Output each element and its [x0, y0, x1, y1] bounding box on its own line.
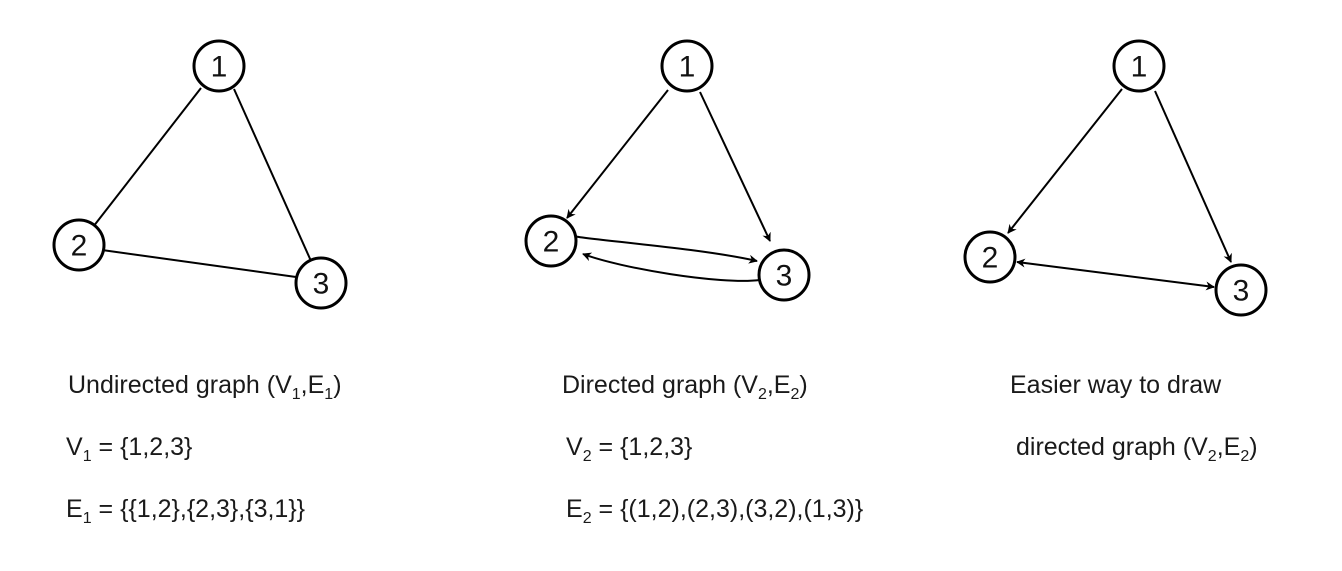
vertex-set-symbol: V — [1191, 433, 1208, 461]
undirected-vertex-set: V1 = {1,2,3} — [66, 432, 193, 465]
edge-set-symbol: E — [66, 495, 83, 523]
closing-paren: ) — [799, 371, 808, 399]
node-2-label: 2 — [982, 242, 999, 275]
edge-3-to-2 — [582, 252, 761, 282]
node-1-label: 1 — [211, 51, 228, 84]
edge-set-subscript: 1 — [82, 510, 92, 527]
edge-1-to-3 — [1154, 90, 1232, 263]
undirected-edge-set: E1 = {{1,2},{2,3},{3,1}} — [66, 494, 306, 527]
edge-set-subscript: 2 — [790, 386, 800, 403]
vertex-set-symbol: V — [741, 371, 758, 399]
vertex-set-subscript: 1 — [291, 386, 301, 403]
node-3: 3 — [757, 248, 811, 302]
directed-graph: 1 2 3 — [524, 39, 811, 302]
directed-graph-title: Directed graph (V2,E2) — [562, 370, 808, 403]
edge-set-subscript: 1 — [324, 386, 334, 403]
vertex-set-subscript: 2 — [757, 386, 767, 403]
edge-1-to-3 — [699, 91, 771, 242]
title-text: Undirected graph ( — [68, 371, 276, 399]
undirected-graph: 1 2 3 — [52, 39, 348, 310]
vertex-set-subscript: 2 — [1207, 448, 1217, 465]
edge-set-subscript: 2 — [582, 510, 592, 527]
edge-1-2 — [92, 87, 202, 228]
node-1-label: 1 — [1131, 51, 1148, 84]
edge-set-symbol: E — [773, 371, 791, 399]
edge-set-symbol: E — [1223, 433, 1241, 461]
edge-2-to-3 — [572, 235, 758, 264]
closing-paren: ) — [333, 371, 342, 399]
edge-1-to-2 — [566, 89, 669, 219]
node-1-label: 1 — [679, 51, 696, 84]
vertex-set-value: = {1,2,3} — [591, 433, 693, 461]
node-3-label: 3 — [1233, 275, 1250, 308]
node-2-label: 2 — [543, 226, 560, 259]
easier-way-subtitle: directed graph (V2,E2) — [1016, 432, 1258, 465]
vertex-set-subscript: 2 — [582, 448, 592, 465]
node-2-label: 2 — [71, 230, 88, 263]
node-3-label: 3 — [776, 260, 793, 293]
edge-set-symbol: E — [307, 371, 325, 399]
edge-2-3 — [101, 249, 297, 278]
title-text: Directed graph ( — [562, 371, 742, 399]
vertex-set-symbol: V — [275, 371, 292, 399]
closing-paren: ) — [1249, 433, 1258, 461]
vertex-set-symbol: V — [66, 433, 83, 461]
vertex-set-symbol: V — [566, 433, 583, 461]
subtitle-text: directed graph ( — [1016, 433, 1192, 461]
node-3: 3 — [1214, 263, 1268, 317]
edge-2-3-bidirectional — [1016, 258, 1215, 291]
edge-set-subscript: 2 — [1240, 448, 1250, 465]
edge-1-3 — [233, 88, 312, 262]
node-1: 1 — [1112, 39, 1166, 93]
vertex-set-value: = {1,2,3} — [91, 433, 193, 461]
node-1: 1 — [192, 39, 246, 93]
edge-set-symbol: E — [566, 495, 583, 523]
undirected-graph-title: Undirected graph (V1,E1) — [68, 370, 342, 403]
node-3-label: 3 — [313, 268, 330, 301]
separator: , — [300, 371, 308, 399]
edge-set-value: = {(1,2),(2,3),(3,2),(1,3)} — [591, 495, 864, 523]
node-2: 2 — [52, 218, 106, 272]
separator: , — [1216, 433, 1224, 461]
easier-way-title: Easier way to draw — [1010, 371, 1222, 399]
edge-1-to-2 — [1007, 88, 1123, 234]
directed-vertex-set: V2 = {1,2,3} — [566, 432, 693, 465]
vertex-set-subscript: 1 — [82, 448, 92, 465]
node-1: 1 — [660, 39, 714, 93]
directed-edge-set: E2 = {(1,2),(2,3),(3,2),(1,3)} — [566, 494, 864, 527]
node-2: 2 — [963, 230, 1017, 284]
node-3: 3 — [294, 256, 348, 310]
separator: , — [766, 371, 774, 399]
node-2: 2 — [524, 214, 578, 268]
edge-set-value: = {{1,2},{2,3},{3,1}} — [91, 495, 306, 523]
easier-graph: 1 2 3 — [963, 39, 1268, 317]
